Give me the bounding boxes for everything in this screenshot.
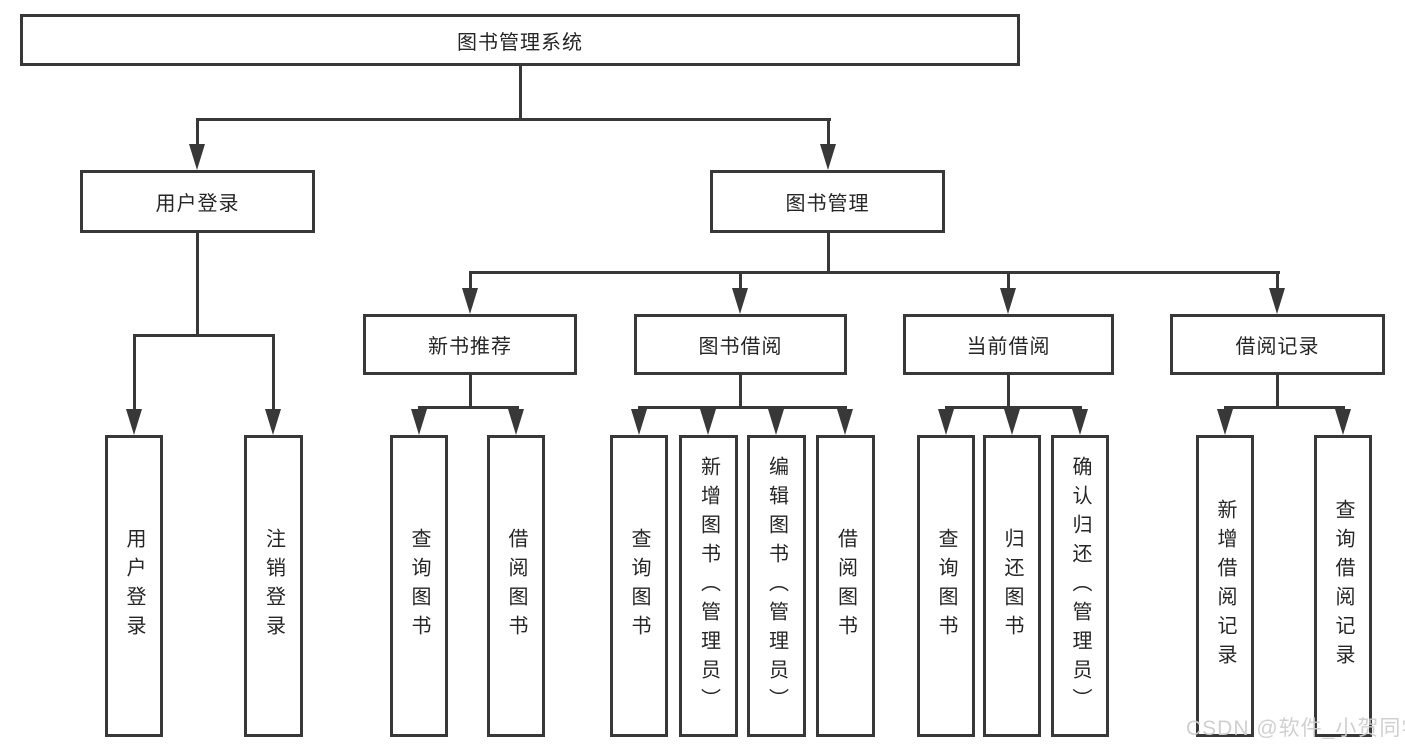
leaf-label: 借阅图书	[834, 528, 857, 644]
leaf-label: 借阅图书	[505, 528, 527, 644]
arrowhead-down-icon	[768, 409, 784, 435]
leaf-label: 归还图书	[1001, 528, 1023, 644]
connector-userlogin-stub	[196, 233, 199, 337]
connector-root-stub	[519, 66, 522, 121]
connector-root-drop-left	[196, 118, 199, 148]
leaf-label: 查询图书	[408, 528, 430, 644]
connector-bookmgmt-drop	[739, 271, 742, 291]
node-leaf-query-books-recommend: 查询图书	[390, 435, 448, 737]
connector-bookmgmt-drop	[1007, 271, 1010, 291]
node-leaf-logout: 注销登录	[244, 435, 303, 737]
connector-userlogin-hline	[133, 334, 275, 337]
connector-bookmgmt-hline	[469, 271, 1280, 274]
node-book-borrow: 图书借阅	[634, 314, 847, 375]
arrowhead-down-icon	[1269, 288, 1285, 314]
leaf-label: 新增图书（管理员）	[697, 455, 720, 717]
arrowhead-down-icon	[938, 409, 954, 435]
leaf-label: 查询图书	[628, 528, 650, 644]
node-library-system: 图书管理系统	[20, 14, 1020, 66]
node-leaf-borrow-books-recommend: 借阅图书	[487, 435, 545, 737]
connector-newbook-stub	[469, 375, 472, 408]
node-user-login: 用户登录	[80, 170, 315, 233]
node-leaf-borrow-books: 借阅图书	[816, 435, 875, 737]
connector-currentborrow-hline	[945, 406, 1082, 409]
arrowhead-down-icon	[732, 288, 748, 314]
connector-root-hline	[196, 118, 831, 121]
connector-newbook-hline	[418, 406, 519, 409]
connector-root-drop-right	[827, 118, 830, 148]
node-leaf-add-books-admin: 新增图书（管理员）	[679, 435, 738, 737]
node-new-book-recommend: 新书推荐	[363, 314, 577, 375]
leaf-label: 确认归还（管理员）	[1069, 455, 1091, 717]
arrowhead-down-icon	[508, 409, 524, 435]
arrowhead-down-icon	[126, 409, 142, 435]
leaf-label: 注销登录	[262, 528, 285, 644]
connector-userlogin-drop-left	[133, 334, 136, 412]
arrowhead-down-icon	[1217, 409, 1233, 435]
arrowhead-down-icon	[411, 409, 427, 435]
arrowhead-down-icon	[1072, 409, 1088, 435]
node-leaf-add-borrow-record: 新增借阅记录	[1196, 435, 1254, 737]
connector-records-hline	[1224, 406, 1345, 409]
leaf-label: 新增借阅记录	[1214, 499, 1236, 673]
connector-bookborrow-hline	[638, 406, 847, 409]
node-leaf-user-login: 用户登录	[105, 435, 163, 737]
node-leaf-query-books-current: 查询图书	[917, 435, 975, 737]
arrowhead-down-icon	[1335, 409, 1351, 435]
connector-bookborrow-stub	[739, 375, 742, 408]
node-leaf-query-books-borrow: 查询图书	[610, 435, 668, 737]
node-leaf-confirm-return-admin: 确认归还（管理员）	[1051, 435, 1109, 737]
connector-bookmgmt-drop	[1276, 271, 1279, 291]
connector-bookmgmt-stub	[827, 233, 830, 274]
arrowhead-down-icon	[820, 144, 836, 170]
leaf-label: 查询图书	[935, 528, 957, 644]
arrowhead-down-icon	[265, 409, 281, 435]
arrowhead-down-icon	[189, 144, 205, 170]
node-leaf-query-borrow-record: 查询借阅记录	[1314, 435, 1372, 737]
csdn-watermark: CSDN @软件_小贺同学	[1186, 717, 1405, 740]
node-borrow-records: 借阅记录	[1170, 314, 1385, 375]
arrowhead-down-icon	[837, 409, 853, 435]
node-book-management: 图书管理	[710, 170, 945, 233]
arrowhead-down-icon	[700, 409, 716, 435]
leaf-label: 用户登录	[123, 528, 145, 644]
node-leaf-edit-books-admin: 编辑图书（管理员）	[747, 435, 806, 737]
arrowhead-down-icon	[631, 409, 647, 435]
connector-userlogin-drop-right	[272, 334, 275, 412]
node-leaf-return-books: 归还图书	[983, 435, 1041, 737]
connector-currentborrow-stub	[1007, 375, 1010, 408]
leaf-label: 查询借阅记录	[1332, 499, 1354, 673]
connector-records-stub	[1276, 375, 1279, 408]
leaf-label: 编辑图书（管理员）	[765, 455, 788, 717]
arrowhead-down-icon	[1004, 409, 1020, 435]
connector-bookmgmt-drop	[469, 271, 472, 291]
node-current-borrow: 当前借阅	[903, 314, 1114, 375]
arrowhead-down-icon	[1000, 288, 1016, 314]
arrowhead-down-icon	[462, 288, 478, 314]
